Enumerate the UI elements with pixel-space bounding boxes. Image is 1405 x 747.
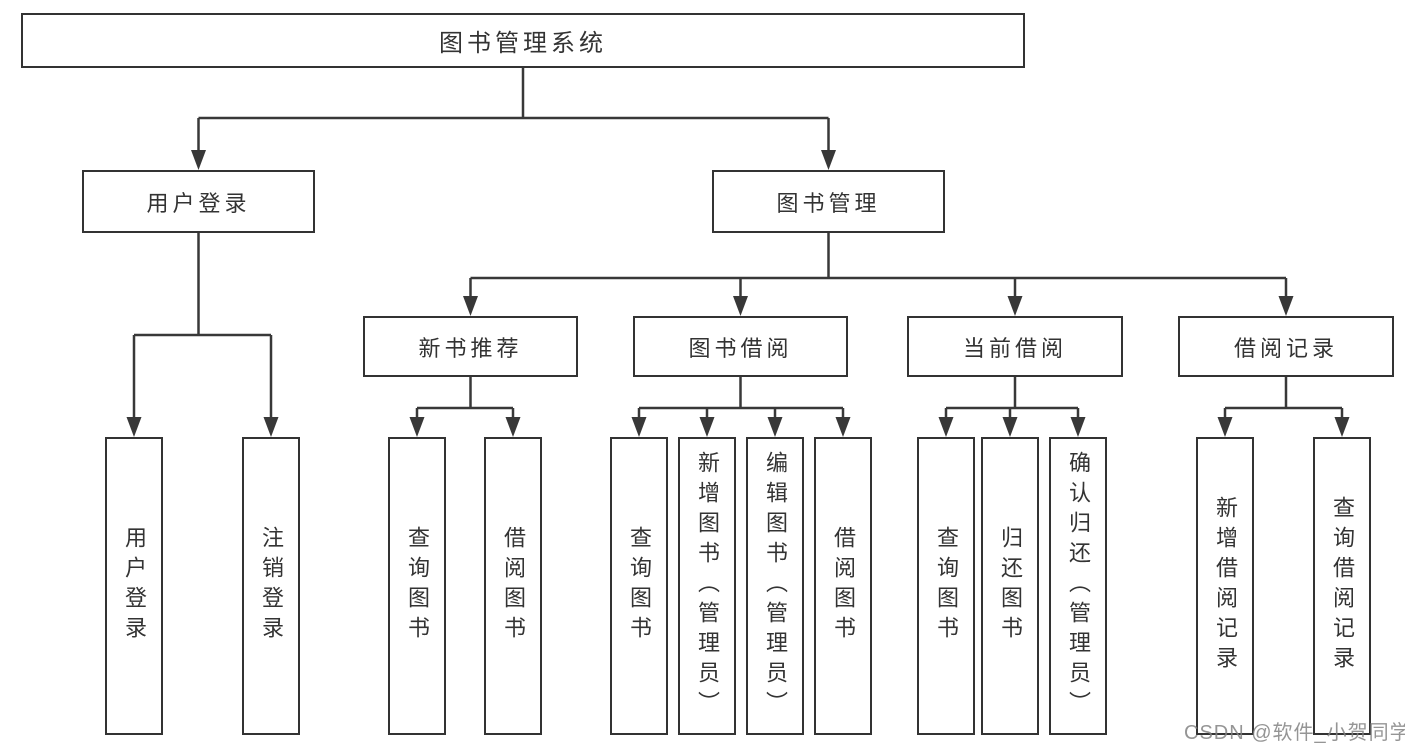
leaf-current-confirm-return-admin: 确认归还（管理员） (1049, 437, 1107, 735)
leaf-recommend-borrow-books-label: 借阅图书 (501, 526, 526, 646)
leaf-current-query-books: 查询图书 (917, 437, 975, 735)
leaf-recommend-query-books-label: 查询图书 (405, 526, 430, 646)
leaf-user-login-label: 用户登录 (122, 526, 147, 646)
node-borrow-records: 借阅记录 (1178, 316, 1394, 377)
node-user-login: 用户登录 (82, 170, 315, 233)
connector-borrow-record-branch (1223, 377, 1344, 427)
connector-book-borrow-branch (637, 377, 845, 427)
leaf-logout-label: 注销登录 (259, 526, 284, 646)
connector-root-to-level2 (197, 68, 830, 160)
node-root-label: 图书管理系统 (439, 30, 607, 57)
leaf-borrow-edit-books-admin: 编辑图书（管理员） (746, 437, 804, 735)
node-book-borrow-label: 图书借阅 (688, 335, 793, 361)
leaf-current-return-books-label: 归还图书 (998, 526, 1023, 646)
leaf-current-return-books: 归还图书 (981, 437, 1039, 735)
leaf-borrow-query-books-label: 查询图书 (627, 526, 652, 646)
leaf-borrow-query-books: 查询图书 (610, 437, 668, 735)
leaf-records-query-record: 查询借阅记录 (1313, 437, 1371, 735)
leaf-records-add-record: 新增借阅记录 (1196, 437, 1254, 735)
watermark: CSDN @软件_小贺同学 (1184, 722, 1405, 744)
leaf-borrow-add-books-admin: 新增图书（管理员） (678, 437, 736, 735)
leaf-borrow-edit-books-admin-label: 编辑图书（管理员） (763, 451, 788, 721)
node-new-book-recommend-label: 新书推荐 (418, 335, 523, 361)
leaf-borrow-add-books-admin-label: 新增图书（管理员） (695, 451, 720, 721)
leaf-borrow-borrow-books: 借阅图书 (814, 437, 872, 735)
node-current-borrow-label: 当前借阅 (962, 335, 1067, 361)
leaf-current-query-books-label: 查询图书 (934, 526, 959, 646)
leaf-borrow-borrow-books-label: 借阅图书 (831, 526, 856, 646)
leaf-recommend-query-books: 查询图书 (388, 437, 446, 735)
connector-book-mgmt-branch (469, 233, 1288, 306)
leaf-records-query-record-label: 查询借阅记录 (1330, 496, 1355, 676)
node-book-borrow: 图书借阅 (633, 316, 848, 377)
node-book-management-label: 图书管理 (776, 190, 881, 216)
connector-new-book-branch (415, 377, 515, 427)
node-root: 图书管理系统 (21, 13, 1025, 68)
leaf-user-login: 用户登录 (105, 437, 163, 735)
connector-current-borrow-branch (944, 377, 1080, 427)
node-user-login-label: 用户登录 (146, 190, 251, 216)
connector-user-login-branch (132, 233, 273, 427)
node-book-management: 图书管理 (712, 170, 945, 233)
leaf-recommend-borrow-books: 借阅图书 (484, 437, 542, 735)
node-borrow-records-label: 借阅记录 (1233, 335, 1338, 361)
leaf-records-add-record-label: 新增借阅记录 (1213, 496, 1238, 676)
leaf-logout: 注销登录 (242, 437, 300, 735)
node-new-book-recommend: 新书推荐 (363, 316, 578, 377)
leaf-current-confirm-return-admin-label: 确认归还（管理员） (1066, 451, 1091, 721)
node-current-borrow: 当前借阅 (907, 316, 1123, 377)
